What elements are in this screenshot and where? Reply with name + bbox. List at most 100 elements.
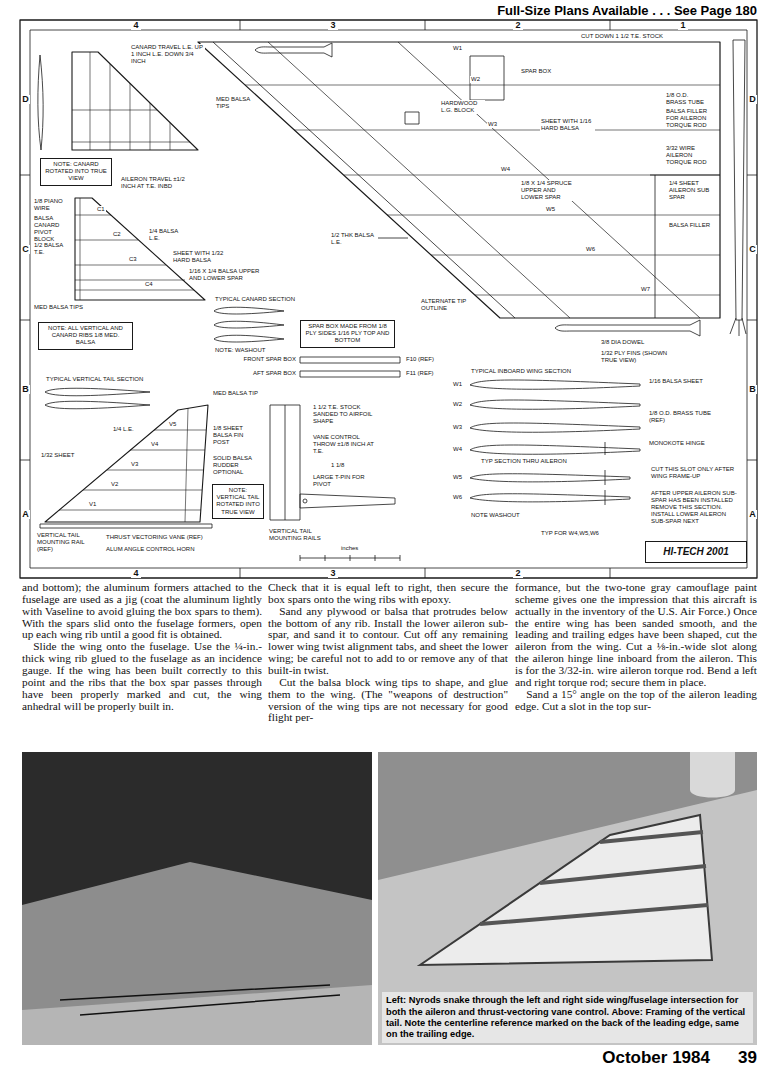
- plan-note: TYP SECTION THRU AILERON: [480, 458, 580, 465]
- canard-true-view-ribs: [75, 198, 194, 300]
- vane-detail-rails: [270, 405, 300, 520]
- rib-callout: V4: [150, 441, 159, 448]
- plan-note: CANARD TRAVEL L.E. UP 1 INCH L.E. DOWN 3…: [130, 44, 205, 65]
- landing-gear-block: [405, 112, 419, 124]
- rib-callout: W5: [452, 474, 463, 481]
- grid-marker: B: [748, 385, 757, 394]
- article-paragraph: Check that it is equal left to right, th…: [268, 582, 508, 606]
- canard-true-view-outline: [75, 198, 205, 300]
- plan-note: VERTICAL TAIL MOUNTING RAIL (REF): [36, 532, 96, 553]
- plan-note: THRUST VECTORING VANE (REF): [105, 534, 205, 541]
- plan-note: MED BALSA TIP: [212, 390, 262, 397]
- leader-line: [378, 238, 408, 239]
- wing-spars: [268, 42, 700, 318]
- plan-note: inches: [340, 545, 359, 552]
- thrust-vane: [300, 494, 395, 508]
- plan-note: VANE CONTROL THROW ±1/8 INCH AT T.E.: [312, 434, 382, 455]
- article-paragraph: and bottom); the aluminum formers attach…: [22, 582, 262, 641]
- plan-note: 1/8 O.D. BRASS TUBE (REF): [648, 410, 718, 424]
- plan-note: TYPICAL VERTICAL TAIL SECTION: [45, 376, 155, 383]
- vertical-tail-ribs: [59, 408, 206, 522]
- plan-note: LARGE T-PIN FOR PIVOT: [312, 474, 382, 488]
- plan-note: CUT DOWN 1 1/2 T.E. STOCK: [580, 33, 675, 40]
- tail-sections: [45, 388, 150, 409]
- plan-note: 1/32 SHEET: [40, 452, 80, 459]
- rib-callout: W4: [452, 446, 463, 453]
- plan-note: MONOKOTE HINGE: [648, 440, 718, 447]
- note-box: NOTE: CANARD ROTATED INTO TRUE VIEW: [40, 158, 112, 186]
- rib-callout: W2: [470, 76, 481, 83]
- photo-right-tail-ribs: [480, 832, 708, 924]
- grid-marker: 2: [513, 21, 523, 30]
- plan-note: ALTERNATE TIP OUTLINE: [420, 298, 468, 312]
- plan-inner-border: [30, 30, 747, 568]
- rib-callout: W1: [452, 45, 463, 52]
- photo-left: [22, 752, 372, 1045]
- scale-bar: [300, 555, 400, 561]
- tail-mounting-rail: [40, 524, 212, 528]
- running-head: Full-Size Plans Available . . . See Page…: [497, 3, 757, 18]
- rib-callout: W6: [585, 246, 596, 253]
- photo-left-wing: [22, 862, 372, 1045]
- plan-note: 3/32 WIRE AILERON TORQUE ROD: [665, 145, 715, 166]
- plan-note: SHEET WITH 1/32 HARD BALSA: [172, 250, 227, 264]
- wing-ribs: [245, 85, 720, 295]
- plan-note: 1/16 BALSA SHEET: [648, 378, 718, 385]
- rib-callout: C3: [128, 256, 138, 263]
- grid-marker: D: [748, 95, 757, 104]
- text-column: formance, but the two-tone gray camoufla…: [515, 582, 757, 712]
- grid-marker: 4: [131, 569, 141, 578]
- text-column: and bottom); the aluminum formers attach…: [22, 582, 262, 712]
- rib-callout: W4: [500, 166, 511, 173]
- missile: [255, 43, 332, 57]
- rib-callout: C2: [112, 231, 122, 238]
- article-paragraph: Sand a 15° angle on the top of the ailer…: [515, 689, 757, 713]
- grid-marker: 4: [131, 21, 141, 30]
- rib-callout: W7: [640, 286, 651, 293]
- grid-marker: B: [21, 385, 30, 394]
- grid-marker: 2: [513, 569, 523, 578]
- title-block: HI-TECH 2001: [645, 541, 747, 563]
- photo-left-nyrods: [60, 985, 340, 1015]
- plan-note: VERTICAL TAIL MOUNTING RAILS: [268, 528, 338, 542]
- rib-callout: C4: [144, 281, 154, 288]
- rib-callout: V2: [110, 481, 119, 488]
- grid-marker: 1: [678, 21, 688, 30]
- note-text: NOTE: VERTICAL TAIL ROTATED INTO TRUE VI…: [216, 487, 260, 516]
- plan-note: 1/8 O.D. BRASS TUBE: [665, 92, 710, 106]
- plan-note: F10 (REF): [405, 356, 445, 363]
- rib-callout: W1: [452, 381, 463, 388]
- photo-right-bottle: [690, 752, 735, 798]
- rib-callout: W3: [452, 424, 463, 431]
- plan-note: F11 (REF): [405, 370, 445, 377]
- rib-callout: W3: [487, 121, 498, 128]
- plan-note: CUT THIS SLOT ONLY AFTER WING FRAME-UP: [650, 466, 740, 480]
- photo-right: [378, 752, 757, 1045]
- plan-note: 1/8 SHEET BALSA FIN POST: [212, 425, 262, 446]
- photo-right-bench: [378, 790, 757, 1045]
- issue-date: October 1984: [540, 1049, 710, 1068]
- plan-note: 3/8 DIA DOWEL: [600, 339, 660, 346]
- plan-note: SOLID BALSA RUDDER OPTIONAL: [212, 455, 262, 476]
- plan-note: AFT SPAR BOX: [235, 370, 297, 377]
- note-box: NOTE: ALL VERTICAL AND CANARD RIBS 1/8 M…: [38, 322, 133, 350]
- plan-note: BALSA FILLER FOR AILERON TORQUE ROD: [665, 108, 715, 129]
- plan-note: BALSA FILLER: [668, 222, 713, 229]
- plan-border: [20, 20, 757, 578]
- rib-callout: V3: [130, 461, 139, 468]
- note-text: HI-TECH 2001: [650, 546, 742, 558]
- plan-note: BALSA CANARD PIVOT BLOCK: [33, 215, 73, 243]
- wing-sections: [470, 380, 640, 502]
- grid-marker: A: [748, 510, 757, 519]
- plan-note: 1 1/8: [330, 462, 345, 469]
- plan-note: 1/8 PIANO WIRE: [33, 198, 71, 212]
- rib-callout: C1: [96, 206, 106, 213]
- plan-note: AFTER UPPER AILERON SUB-SPAR HAS BEEN IN…: [650, 490, 742, 524]
- grid-marker: 3: [328, 569, 338, 578]
- plan-note: 1/4 SHEET AILERON SUB SPAR: [668, 180, 716, 201]
- fuselage-side-view: [733, 40, 745, 320]
- wing-outline: [198, 42, 720, 318]
- grid-marker: C: [748, 245, 757, 254]
- front-spar-box: [300, 357, 400, 363]
